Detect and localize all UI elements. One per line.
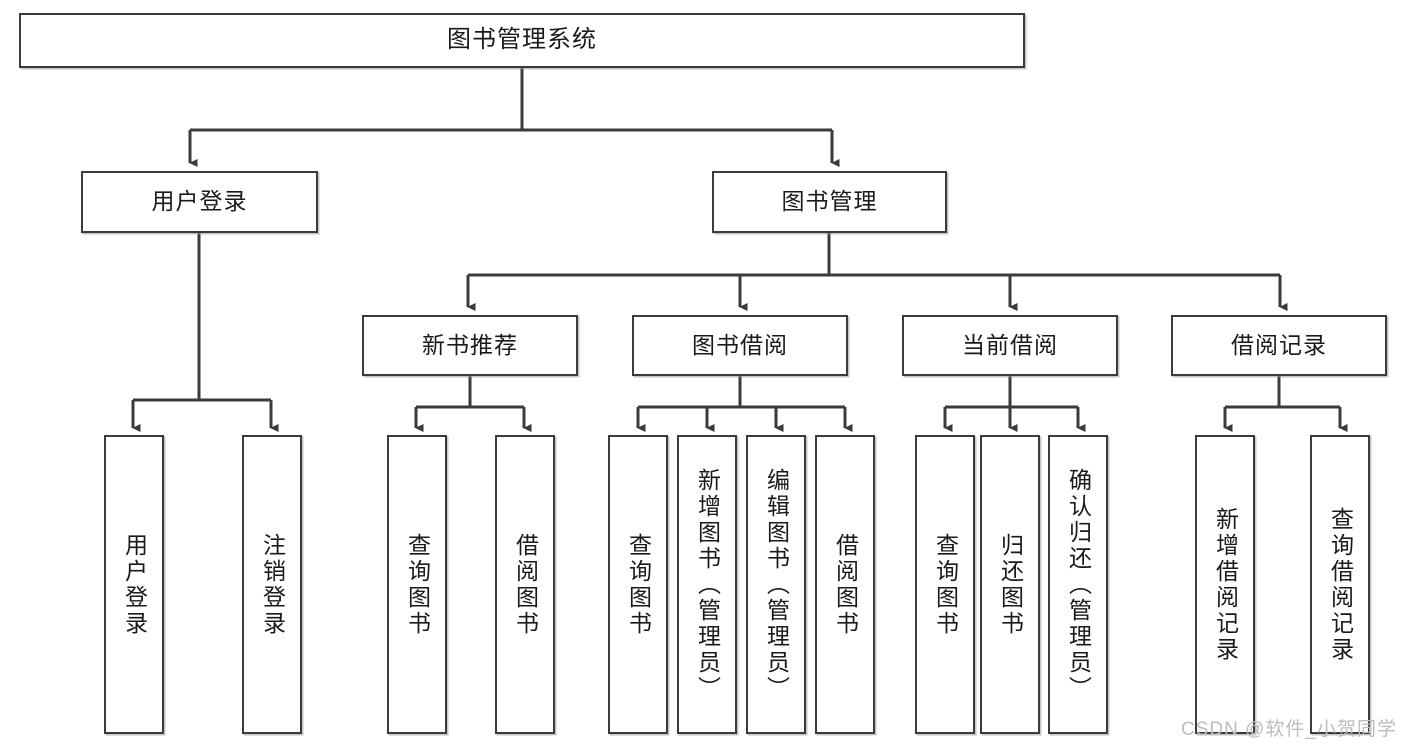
node-label: 借阅图书	[832, 532, 859, 637]
node-new-book-recommend[interactable]: 新书推荐	[362, 315, 578, 376]
leaf-user-login[interactable]: 用户登录	[104, 435, 164, 734]
node-label: 查询借阅记录	[1327, 506, 1354, 663]
node-label: 图书管理	[781, 188, 878, 215]
node-label: 查询图书	[932, 532, 959, 637]
leaf-borrow-add-book[interactable]: 新增图书（管理员）	[677, 435, 737, 734]
node-label: 借阅记录	[1231, 331, 1327, 358]
leaf-records-query[interactable]: 查询借阅记录	[1310, 435, 1370, 734]
node-label: 当前借阅	[962, 331, 1058, 358]
leaf-new-books-borrow[interactable]: 借阅图书	[495, 435, 555, 734]
leaf-current-query-book[interactable]: 查询图书	[915, 435, 975, 734]
node-label: 用户登录	[151, 188, 248, 215]
node-book-management[interactable]: 图书管理	[712, 171, 947, 233]
node-label: 编辑图书（管理员）	[763, 467, 790, 702]
leaf-records-add[interactable]: 新增借阅记录	[1195, 435, 1255, 734]
node-user-login[interactable]: 用户登录	[81, 171, 318, 233]
node-label: 归还图书	[997, 532, 1024, 637]
leaf-new-books-query[interactable]: 查询图书	[387, 435, 447, 734]
watermark: CSDN @软件_小贺同学	[1181, 719, 1397, 740]
leaf-current-confirm-return[interactable]: 确认归还（管理员）	[1048, 435, 1108, 734]
node-current-borrow[interactable]: 当前借阅	[902, 315, 1118, 376]
node-label: 借阅图书	[512, 532, 539, 637]
leaf-user-logout[interactable]: 注销登录	[242, 435, 302, 734]
node-book-borrow[interactable]: 图书借阅	[632, 315, 848, 376]
node-label: 图书借阅	[692, 331, 788, 358]
node-label: 新增借阅记录	[1212, 506, 1239, 663]
node-label: 新增图书（管理员）	[694, 467, 721, 702]
leaf-borrow-edit-book[interactable]: 编辑图书（管理员）	[746, 435, 806, 734]
leaf-borrow-borrow-book[interactable]: 借阅图书	[815, 435, 875, 734]
node-root-system[interactable]: 图书管理系统	[19, 13, 1025, 68]
node-borrow-records[interactable]: 借阅记录	[1171, 315, 1387, 376]
leaf-borrow-query-book[interactable]: 查询图书	[608, 435, 668, 734]
node-label: 新书推荐	[422, 331, 518, 358]
node-label: 确认归还（管理员）	[1065, 467, 1092, 702]
node-label: 注销登录	[259, 532, 286, 637]
leaf-current-return-book[interactable]: 归还图书	[980, 435, 1040, 734]
node-label: 查询图书	[404, 532, 431, 637]
node-label: 查询图书	[625, 532, 652, 637]
node-label: 图书管理系统	[447, 26, 597, 54]
node-label: 用户登录	[121, 532, 148, 637]
